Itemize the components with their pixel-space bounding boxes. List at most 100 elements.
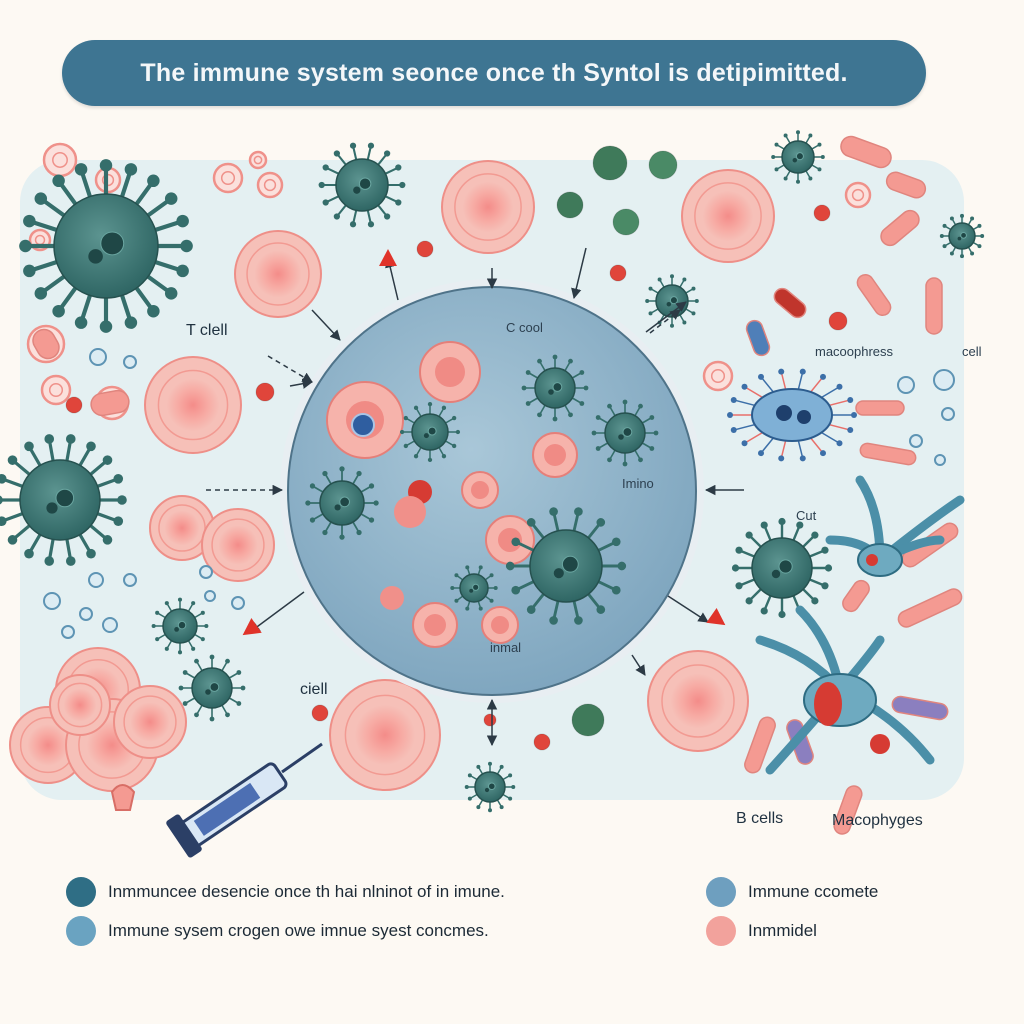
flow-arrow [631,654,646,676]
virus-particle [645,274,699,328]
red-arrowhead [379,249,397,266]
red-arrowhead [242,618,262,636]
red-particle [65,396,83,414]
red-blood-cell [113,685,187,759]
legend-item-2: Immune sysem crogen owe imnue syest conc… [66,916,489,946]
flow-arrow [249,591,305,633]
legend-swatch-4 [706,916,736,946]
green-cell [556,191,584,219]
bacteria-rod [856,273,892,317]
bubble [933,369,955,391]
red-particle [255,382,275,402]
legend-item-4: Inmmidel [706,916,817,946]
bacteria-rod [859,442,917,466]
bacteria-rod [90,389,130,417]
red-blood-cell [647,650,749,752]
red-particle [828,311,848,331]
label-macophress: macoophress [815,344,894,359]
small-cell-ring [248,150,268,170]
cup-shape [110,784,136,811]
label-ciell: ciell [300,681,328,698]
flow-arrow [289,378,314,389]
red-particle [483,713,497,727]
bacteria-rod [745,319,771,357]
dendritic-cell [727,368,857,462]
legend-item-1: Inmmuncee desencie once th hai nlninot o… [66,877,505,907]
virus-particle [19,159,193,333]
small-cell-ring [42,142,78,178]
bacteria-rod [885,171,927,199]
bubble [231,596,245,610]
red-blood-cell [201,508,275,582]
label-macophyges: Macophyges [832,812,923,829]
small-cell-ring [844,181,872,209]
bacteria-rod [891,695,949,721]
flow-arrow [571,247,587,300]
small-cell-ring [702,360,734,392]
bubble [89,348,107,366]
bacteria-rod [773,287,807,319]
red-blood-cell [441,160,535,254]
bacteria-rod [855,400,905,416]
title-banner: The immune system seonce once th Syntol … [62,40,926,106]
virus-particle [305,466,379,540]
bacteria-rod [925,277,943,335]
bacteria-rod [833,785,863,835]
small-cell-ring [212,162,244,194]
virus-particle [591,399,659,467]
flow-arrow [645,301,687,333]
green-cell [571,703,605,737]
bubble [102,617,118,633]
flow-arrow [311,309,341,341]
virus-particle [521,354,589,422]
small-cell-ring [40,374,72,406]
flow-arrow [667,595,709,623]
legend-text-4: Inmmidel [748,921,817,940]
legend-text-3: Immune ccomete [748,882,879,901]
red-blood-cell [681,169,775,263]
bubble [123,355,137,369]
flow-arrow [649,309,681,334]
label-cut: Cut [796,508,817,523]
lens-particle [394,496,426,528]
bubble [934,454,946,466]
lens-nucleus [351,413,375,437]
green-cell [648,150,678,180]
red-particle [416,240,434,258]
virus-particle [151,597,209,655]
legend-swatch-3 [706,877,736,907]
bubble [43,592,61,610]
label-cell-right: cell [962,344,982,359]
red-blood-cell [329,679,441,791]
bacteria-rod [880,209,920,247]
label-t-cell: T clell [186,322,228,339]
bubble [79,607,93,621]
branching-cell [755,475,965,775]
virus-particle [178,654,246,722]
bacteria-rod [32,328,60,360]
bacteria-rod [842,579,870,613]
red-arrowhead [706,608,726,626]
label-inmal: inmal [490,640,522,655]
label-c-cool: C cool [506,320,543,335]
legend-swatch-1 [66,877,96,907]
red-particle [609,264,627,282]
syringe-icon [166,742,323,858]
legend-item-3: Immune ccomete [706,877,878,907]
diagram-title: The immune system seonce once th Syntol … [140,58,848,87]
bacteria-rod [744,716,776,774]
legend-swatch-2 [66,916,96,946]
green-cell [612,208,640,236]
red-blood-cell [49,674,111,736]
virus-particle [939,213,985,259]
bubble [897,376,915,394]
bubble [909,434,923,448]
green-cell [592,145,628,181]
bubble [204,590,216,602]
virus-particle [505,507,627,625]
red-blood-cell [234,230,322,318]
virus-particle [450,565,498,611]
lens-particle [380,586,404,610]
bubble [941,407,955,421]
